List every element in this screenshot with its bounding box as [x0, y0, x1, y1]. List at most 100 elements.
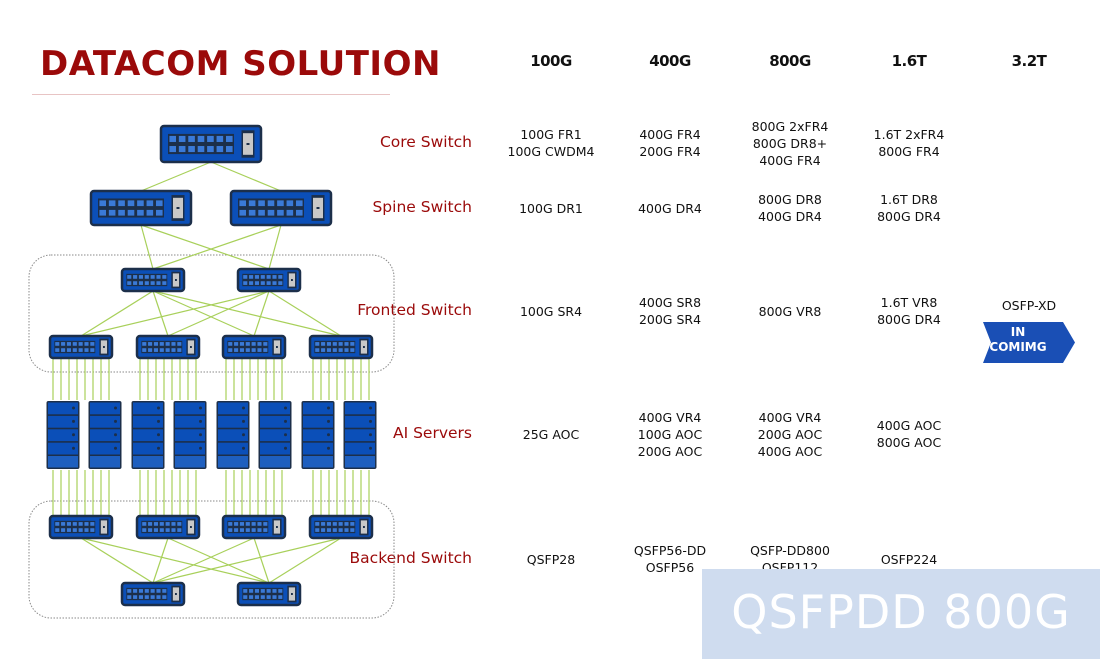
module-cell: 100G DR1: [486, 200, 616, 217]
core-switch-icon: [159, 124, 263, 164]
in-coming-arrow-badge: [983, 322, 1075, 363]
column-header-100g: 100G: [530, 52, 572, 70]
module-name: QSFP28: [526, 551, 576, 567]
badge-line-1: IN: [1010, 325, 1026, 339]
row-label-ai-servers: AI Servers: [392, 424, 472, 442]
backend-spine-switch-icon: [236, 581, 302, 607]
fronted-spine-switch-icon: [236, 267, 302, 293]
link-line: [80, 537, 270, 584]
fronted-leaf-switch-icon: [308, 334, 374, 360]
fronted-leaf-switch-icon: [48, 334, 114, 360]
module-name: OSFP56: [645, 560, 695, 575]
module-cell: QSFP56-DD OSFP56: [605, 542, 735, 576]
column-header-800g: 800G: [769, 52, 811, 70]
ai-server-icon: [131, 401, 165, 469]
column-header-3-2t: 3.2T: [1011, 52, 1047, 70]
module-name: 400G FR4: [639, 127, 701, 142]
row-label-spine-switch: Spine Switch: [372, 198, 472, 216]
link-line: [80, 290, 270, 337]
module-name: 800G 2xFR4: [751, 118, 829, 134]
fronted-group-border: [28, 254, 395, 373]
module-name: 800G AOC: [876, 435, 942, 450]
module-name: 100G FR1: [520, 127, 582, 142]
module-name: 400G VR4: [758, 409, 822, 425]
column-header-1-6t: 1.6T: [891, 52, 927, 70]
module-name: 200G SR4: [638, 312, 702, 327]
link-line: [152, 537, 169, 584]
module-name: 400G AOC: [757, 443, 823, 459]
link-line: [268, 290, 342, 337]
ai-server-icon: [46, 401, 80, 469]
page-title: DATACOM SOLUTION: [40, 44, 441, 84]
backend-leaf-switch-icon: [308, 514, 374, 540]
link-line: [268, 537, 342, 584]
module-name: 100G AOC: [637, 426, 703, 442]
module-cell: 100G SR4: [486, 303, 616, 320]
link-line: [80, 290, 154, 337]
ai-server-icon: [258, 401, 292, 469]
backend-group-border: [28, 500, 395, 619]
module-name: 100G SR4: [519, 303, 583, 319]
link-line: [140, 161, 212, 192]
link-line: [140, 224, 270, 270]
module-name: 800G FR4: [878, 144, 940, 159]
ai-server-icon: [88, 401, 122, 469]
module-name: 400G DR4: [638, 200, 702, 216]
ai-server-icon: [301, 401, 335, 469]
module-cell: 400G DR4: [605, 200, 735, 217]
module-name: 800G VR8: [758, 303, 822, 319]
module-cell: 100G FR1 100G CWDM4: [486, 126, 616, 160]
row-label-fronted-switch: Fronted Switch: [357, 301, 472, 319]
backend-leaf-switch-icon: [221, 514, 287, 540]
module-name: OSFP-XD: [1001, 298, 1057, 313]
column-header-400g: 400G: [649, 52, 691, 70]
row-label-backend-switch: Backend Switch: [349, 549, 472, 567]
backend-leaf-switch-icon: [48, 514, 114, 540]
title-underline: [32, 94, 390, 95]
module-name: 400G AOC: [876, 418, 942, 433]
in-coming-badge-label: IN COMIMG: [983, 325, 1053, 355]
module-name: 100G CWDM4: [507, 144, 595, 159]
module-name: 400G FR4: [759, 152, 821, 168]
link-line: [167, 290, 270, 337]
ai-server-icon: [343, 401, 377, 469]
link-line: [268, 224, 282, 270]
link-line: [210, 161, 282, 192]
link-line: [80, 537, 154, 584]
fronted-leaf-switch-icon: [221, 334, 287, 360]
spine-switch-icon: [229, 189, 333, 227]
ai-server-icon: [173, 401, 207, 469]
module-name: 800G DR8+: [752, 135, 828, 151]
link-line: [152, 224, 282, 270]
backend-leaf-switch-icon: [135, 514, 201, 540]
module-name: 200G AOC: [637, 443, 703, 459]
module-name: 1.6T VR8: [880, 295, 938, 310]
link-line: [167, 537, 270, 584]
backend-spine-switch-icon: [120, 581, 186, 607]
link-line: [253, 537, 270, 584]
fronted-leaf-switch-icon: [135, 334, 201, 360]
link-line: [152, 290, 169, 337]
row-label-core-switch: Core Switch: [379, 133, 472, 151]
module-name: 400G VR4: [638, 409, 702, 425]
module-cell: 25G AOC: [486, 426, 616, 443]
module-cell: OSFP-XD: [964, 297, 1094, 314]
module-cell: OSFP224: [844, 551, 974, 568]
badge-line-2: COMIMG: [989, 340, 1047, 354]
module-name: 1.6T DR8: [880, 192, 938, 207]
module-name: 400G DR4: [758, 209, 822, 224]
link-line: [152, 290, 342, 337]
module-name: QSFP56-DD: [633, 543, 707, 558]
module-cell: 800G VR8: [725, 303, 855, 320]
module-name: 100G DR1: [519, 200, 583, 216]
module-name: 200G FR4: [639, 144, 701, 159]
module-cell: 400G AOC 800G AOC: [844, 417, 974, 451]
module-cell: QSFP28: [486, 551, 616, 568]
module-name: 200G AOC: [757, 426, 823, 442]
